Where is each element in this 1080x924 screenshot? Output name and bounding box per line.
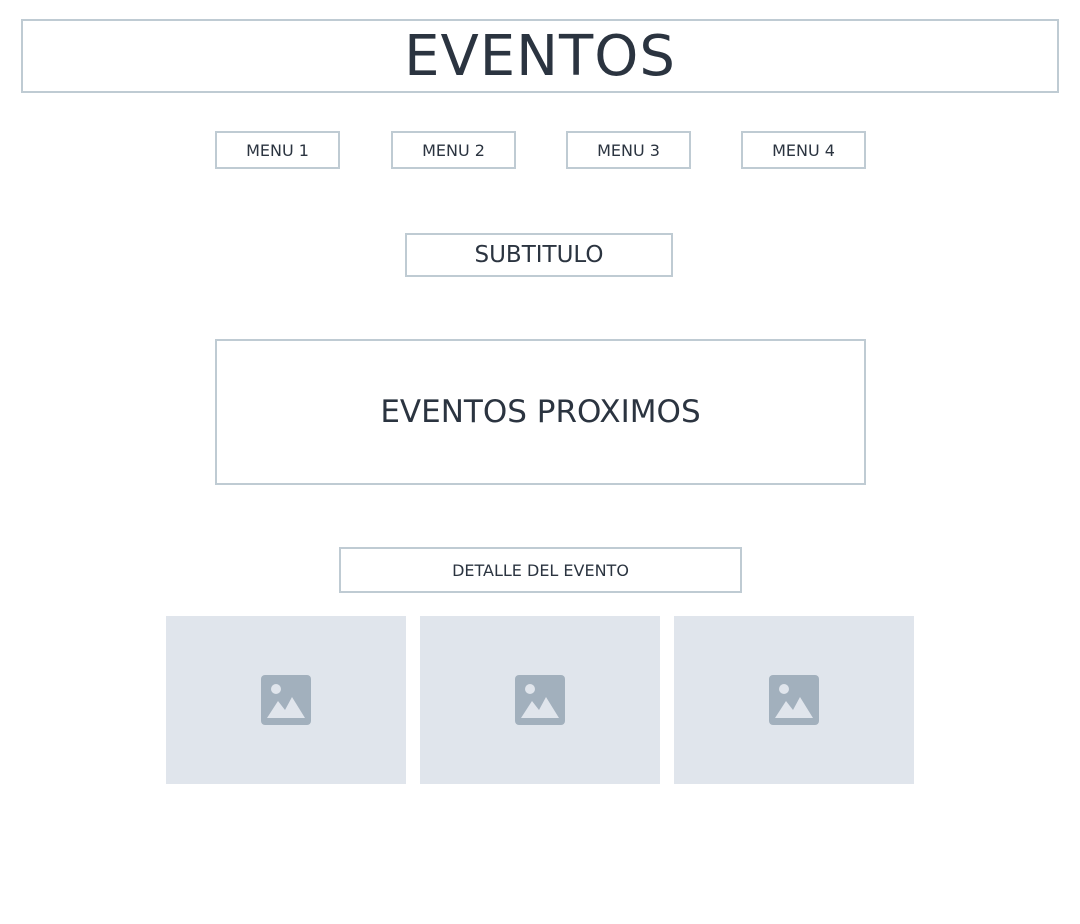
event-detail-button[interactable]: DETALLE DEL EVENTO [339,547,742,593]
event-image-2[interactable] [420,616,660,784]
event-image-3[interactable] [674,616,914,784]
nav-menu-3[interactable]: MENU 3 [566,131,691,169]
image-placeholder-icon [515,675,565,725]
image-placeholder-icon [769,675,819,725]
upcoming-events-heading: EVENTOS PROXIMOS [215,339,866,485]
nav-menu-1[interactable]: MENU 1 [215,131,340,169]
nav-menu-2[interactable]: MENU 2 [391,131,516,169]
image-placeholder-icon [261,675,311,725]
nav-menu-4[interactable]: MENU 4 [741,131,866,169]
page-title: EVENTOS [21,19,1059,93]
subtitle: SUBTITULO [405,233,673,277]
event-image-1[interactable] [166,616,406,784]
